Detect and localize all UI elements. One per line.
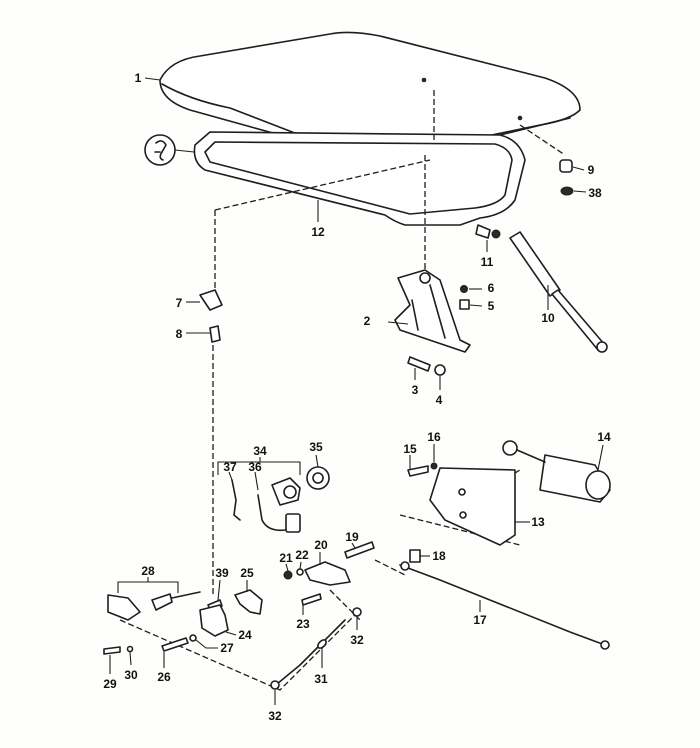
callout-18: 18 [432,549,446,563]
part-22-washer [296,561,304,576]
lid-seal-frame [193,131,526,226]
part-28-latch-assembly [107,591,201,621]
part-25-bracket [234,580,263,615]
callout-34: 34 [253,444,267,458]
part-24-lock [199,604,237,637]
part-10-gas-strut [509,231,608,353]
callout-11: 11 [481,255,494,269]
callout-28: 28 [141,564,155,578]
callout-5: 5 [488,299,495,313]
callout-37: 37 [223,460,237,474]
engine-lid-symbol [144,134,195,166]
part-7-bracket [186,289,223,311]
callout-30: 30 [124,668,138,682]
callout-4: 4 [436,393,443,407]
callout-23: 23 [296,617,310,631]
callout-32-lower: 32 [268,709,282,723]
callout-20: 20 [314,538,328,552]
callout-29: 29 [103,677,117,691]
callout-25: 25 [240,566,254,580]
callout-39: 39 [215,566,229,580]
callout-16: 16 [427,430,441,444]
callout-27: 27 [220,641,234,655]
part-6-washer [460,285,482,293]
callout-32-upper: 32 [350,633,364,647]
part-38-nut [560,186,587,196]
callout-21: 21 [279,551,293,565]
part-21-nut [283,563,293,580]
callout-2: 2 [364,314,371,328]
part-14-actuator-motor [502,440,611,503]
callout-7: 7 [176,296,183,310]
callout-36: 36 [248,460,262,474]
callout-24: 24 [238,628,252,642]
part-18-clip [409,549,430,563]
part-35-knob [306,454,330,490]
part-20-lever [304,552,351,586]
callout-9: 9 [588,163,595,177]
part-3-bolt [407,356,431,380]
callout-3: 3 [412,383,419,397]
part-4-nut [434,364,446,390]
callout-1: 1 [135,71,142,85]
callout-6: 6 [488,281,495,295]
part-27-washer [189,634,218,649]
part-16-washer [430,444,438,470]
part-29-bolt [103,646,121,674]
callout-19: 19 [345,530,359,544]
callout-26: 26 [157,670,171,684]
callout-8: 8 [176,327,183,341]
part-13-mounting-plate [429,467,530,546]
callout-13: 13 [531,515,545,529]
part-26-bolt [161,637,189,668]
part-19-cable-end [344,541,375,559]
part-32-clip-lower [270,680,280,705]
part-30-washer [126,645,134,666]
part-15-screw [407,455,429,477]
callout-22: 22 [295,548,309,562]
part-23-screw [301,593,322,615]
callout-35: 35 [309,440,323,454]
callout-14: 14 [597,430,611,444]
part-37-clip [228,471,241,521]
part-31-rod [276,619,346,685]
part-2-hinge [387,269,471,353]
callout-38: 38 [588,186,602,200]
part-9-buffer [559,159,585,173]
callout-31: 31 [314,672,328,686]
callout-15: 15 [403,442,417,456]
part-5-bolt [459,299,483,310]
callout-17: 17 [473,613,487,627]
part-11-bolt [475,224,501,239]
part-32-clip-upper [352,607,362,630]
part-36-lock-cylinder [254,471,301,533]
part-8-screw [186,325,221,343]
part-17-bowden-cable [399,561,610,650]
callout-12: 12 [311,225,325,239]
callout-10: 10 [541,311,555,325]
